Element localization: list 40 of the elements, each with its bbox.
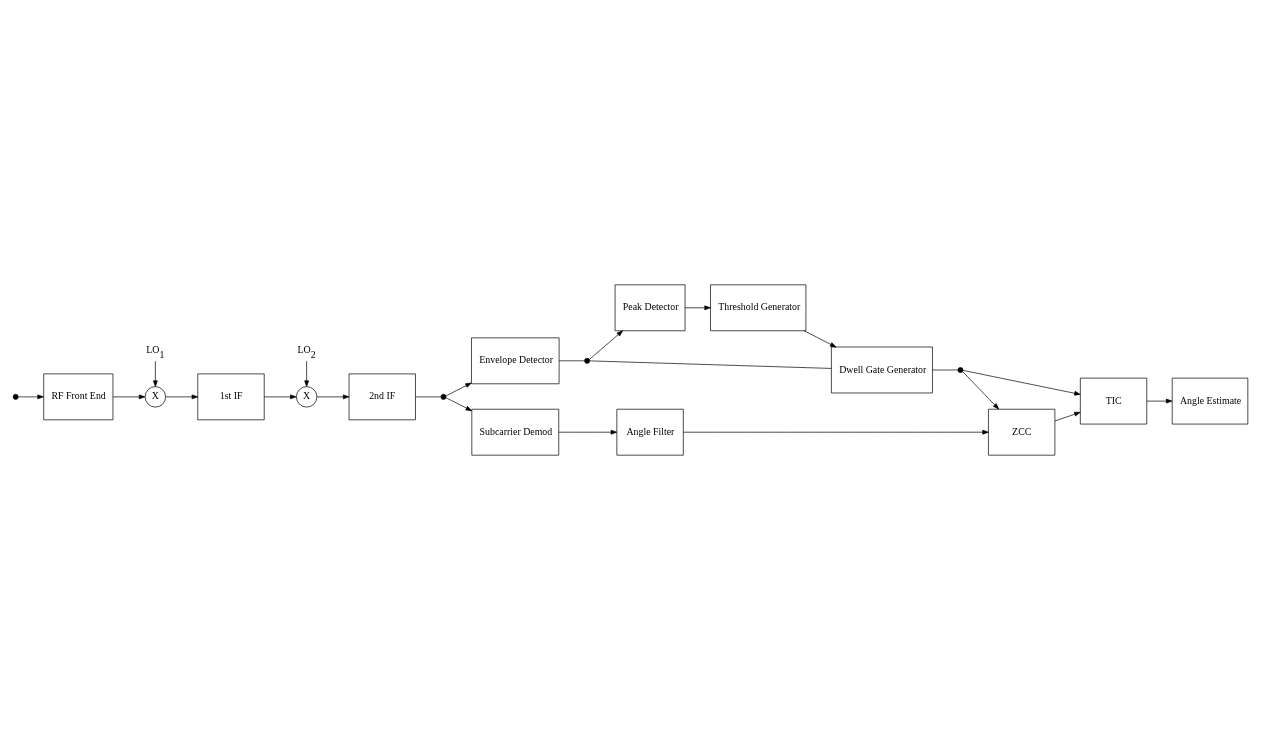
arrow [18,394,44,399]
arrow [445,396,473,411]
arrow [684,304,711,310]
arrow [558,429,618,435]
connector [932,369,959,370]
node-circle [440,393,447,400]
node-box: Angle Filter [616,408,684,456]
node-circle [957,366,964,373]
node-box: Angle Estimate [1171,377,1249,424]
arrow [803,329,837,347]
arrow [153,360,158,387]
node-box: Peak Detector [614,283,686,331]
arrow [1054,411,1081,421]
arrow [445,382,472,396]
arrow [304,360,309,387]
node-box: 2nd IF [348,373,416,420]
node-box: RF Front End [43,373,114,420]
connector [558,359,585,361]
arrow [316,394,350,399]
node-circle: X [144,385,166,407]
node-circle [12,393,19,400]
node-circle: X [296,385,318,407]
arrow [165,394,199,399]
node-box: 1st IF [197,373,265,420]
node-box: Threshold Generator [710,283,807,331]
node-box: TIC [1079,377,1148,424]
node-box: ZCC [988,408,1056,456]
connector [415,396,442,397]
arrow [962,369,1081,396]
arrow [588,330,623,360]
arrow [962,370,1000,409]
connector [589,360,832,369]
node-box: Envelope Detector [471,337,560,384]
arrow [682,429,989,435]
node-box: Subcarrier Demod [471,408,560,456]
arrow [263,394,297,399]
node-circle [584,357,590,364]
node-box: Dwell Gate Generator [831,346,933,393]
arrow [112,394,146,399]
arrow [1146,398,1173,403]
